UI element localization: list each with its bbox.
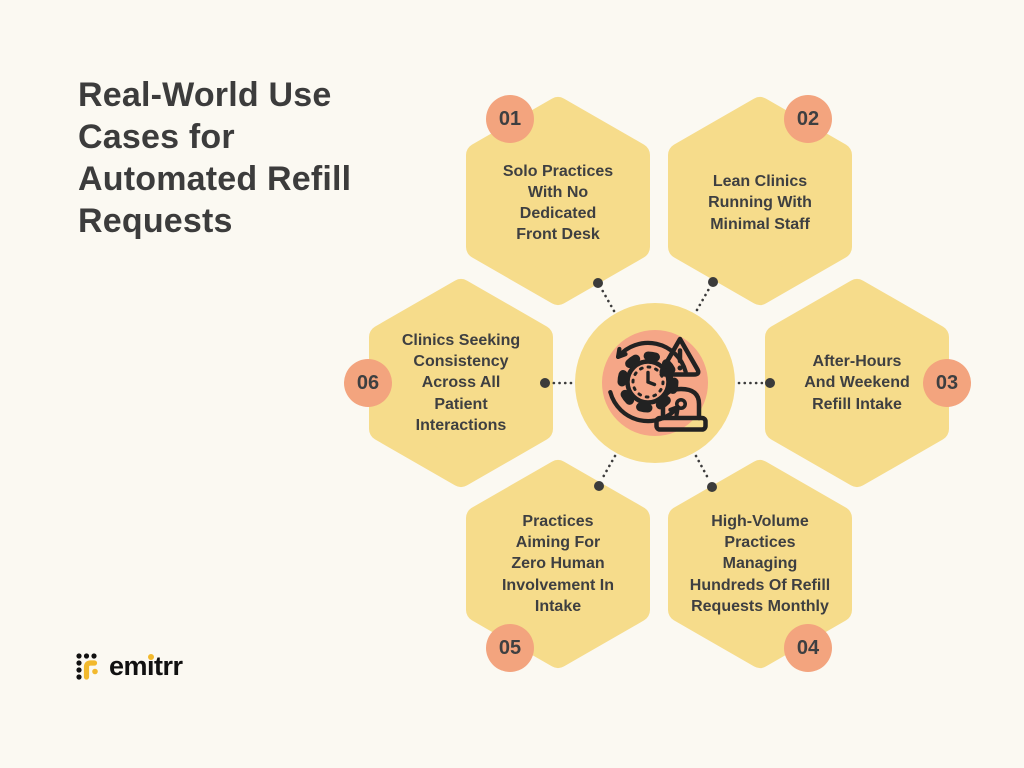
hexagon-label-03: After-Hours And Weekend Refill Intake [804, 353, 910, 413]
connector-to-02 [695, 277, 718, 312]
connector-to-06 [540, 378, 573, 388]
gear-clock-warning-siren-icon [608, 336, 708, 432]
hexagon-label-04: High-Volume Practices Managing Hundreds … [689, 513, 831, 615]
badge-04: 04 [784, 624, 832, 672]
badge-05: 05 [486, 624, 534, 672]
brand-wordmark: emitrr [109, 650, 183, 681]
brand-name: emitrr [109, 650, 183, 681]
hexagon-label-05: Practices Aiming For Zero Human Involvem… [501, 513, 615, 615]
hexagon-04-shape [668, 460, 852, 668]
badge-03: 03 [923, 359, 971, 407]
logo-i-dot [148, 654, 154, 660]
badge-02: 02 [784, 95, 832, 143]
connector-to-04 [694, 454, 717, 492]
page-title: Real-World Use Cases for Automated Refil… [78, 76, 352, 241]
connector-to-03 [737, 378, 775, 388]
hexagon-label-01: Solo Practices With No Dedicated Front D… [502, 162, 614, 244]
badge-06: 06 [344, 359, 392, 407]
brand-logo: emitrr [76, 652, 183, 680]
hexagon-label-06: Clinics Seeking Consistency Across All P… [401, 332, 521, 434]
hexagon-06-shape [369, 279, 553, 487]
connector-to-01 [593, 278, 616, 313]
hexagon-05-shape [466, 460, 650, 668]
hexagon-label-02: Lean Clinics Running With Minimal Staff [708, 173, 812, 233]
hexagon-02-shape [668, 97, 852, 305]
brand-logo-icon [76, 653, 98, 680]
badge-01: 01 [486, 95, 534, 143]
connector-to-05 [594, 454, 617, 491]
hexagon-01-shape [466, 97, 650, 305]
hexagon-03-shape [765, 279, 949, 487]
